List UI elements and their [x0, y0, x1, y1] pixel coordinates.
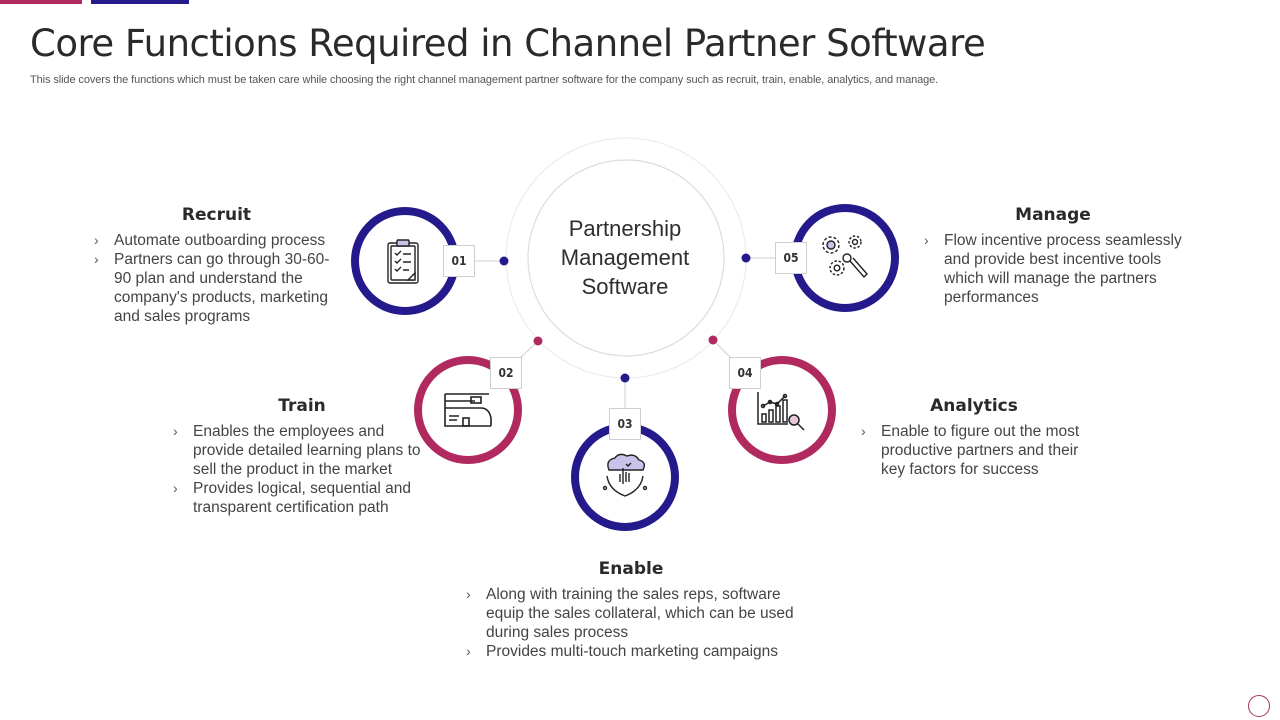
cloud-touch-icon — [602, 453, 648, 497]
recruit-block: Recruit ›Automate outboarding process ›P… — [94, 205, 339, 326]
training-board-icon — [444, 393, 492, 427]
center-label: Partnership Management Software — [530, 214, 720, 301]
dot-03 — [620, 373, 630, 383]
list-item: ›Enable to figure out the most productiv… — [861, 423, 1080, 478]
enable-title: Enable — [598, 559, 664, 579]
chevron-right-icon: › — [94, 251, 99, 267]
accent-bar-navy — [91, 0, 189, 4]
step-number-02: 02 — [490, 357, 522, 389]
accent-bar-magenta — [0, 0, 82, 4]
analytics-block: Analytics ›Enable to figure out the most… — [861, 396, 1087, 479]
gears-wrench-icon — [822, 235, 868, 279]
manage-title: Manage — [1015, 205, 1091, 225]
node-ring-05 — [791, 204, 899, 312]
dot-04 — [708, 335, 718, 345]
list-item: ›Provides multi-touch marketing campaign… — [466, 643, 779, 660]
dot-02 — [533, 336, 543, 346]
clipboard-checklist-icon — [387, 239, 419, 284]
list-item: ›Provides logical, sequential and transp… — [173, 480, 411, 516]
train-title: Train — [278, 396, 326, 416]
list-item: ›Enables the employees and provide detai… — [173, 423, 421, 478]
manage-block: Manage ›Flow incentive process seamlessl… — [924, 205, 1182, 307]
page-subtitle: This slide covers the functions which mu… — [30, 74, 939, 86]
step-number-04: 04 — [729, 357, 761, 389]
chart-magnifier-icon — [757, 392, 805, 431]
dot-05 — [741, 253, 751, 263]
chevron-right-icon: › — [861, 423, 866, 439]
chevron-right-icon: › — [173, 480, 178, 496]
list-item: ›Along with training the sales reps, sof… — [466, 586, 794, 641]
list-item: ›Automate outboarding process — [94, 232, 326, 249]
step-number-03: 03 — [609, 408, 641, 440]
node-ring-03 — [571, 423, 679, 531]
inner-ring — [527, 159, 725, 357]
list-item: ›Partners can go through 30-60-90 plan a… — [94, 251, 330, 325]
dot-01 — [499, 256, 509, 266]
step-number-05: 05 — [775, 242, 807, 274]
train-block: Train ›Enables the employees and provide… — [173, 396, 431, 517]
recruit-title: Recruit — [181, 205, 252, 225]
chevron-right-icon: › — [466, 643, 471, 659]
chevron-right-icon: › — [924, 232, 929, 248]
center-label-line: Partnership — [568, 216, 682, 241]
page-title: Core Functions Required in Channel Partn… — [30, 22, 986, 65]
chevron-right-icon: › — [94, 232, 99, 248]
center-label-line: Management — [560, 245, 690, 270]
chevron-right-icon: › — [173, 423, 178, 439]
center-label-line: Software — [581, 274, 669, 299]
chevron-right-icon: › — [466, 586, 471, 602]
step-number-01: 01 — [443, 245, 475, 277]
list-item: ›Flow incentive process seamlessly and p… — [924, 232, 1182, 306]
enable-block: Enable ›Along with training the sales re… — [466, 559, 796, 661]
corner-circle-icon — [1248, 695, 1270, 717]
analytics-title: Analytics — [930, 396, 1018, 416]
